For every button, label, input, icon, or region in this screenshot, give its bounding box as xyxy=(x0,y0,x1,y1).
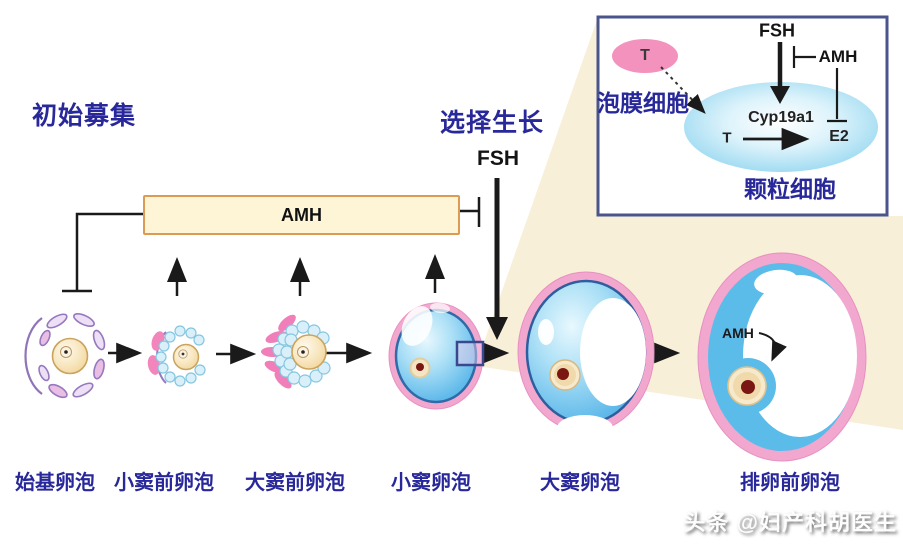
progression-arrows xyxy=(108,342,681,365)
inset-amh-inhibit-fsh xyxy=(792,46,816,68)
inset-enzyme-label: Cyp19a1 xyxy=(748,109,814,126)
inset-theca-cell-label: 泡膜细胞 xyxy=(597,90,689,116)
inset-amh-inhibit-e2 xyxy=(827,68,847,123)
follicle-small-preantral xyxy=(147,325,206,387)
label-small-preantral-follicle: 小窦前卵泡 xyxy=(114,472,214,494)
inset-box xyxy=(596,15,889,217)
inset-theca-t-label: T xyxy=(640,47,650,64)
label-preovulatory-follicle: 排卵前卵泡 xyxy=(740,472,840,494)
stage-initial-recruitment: 初始募集 xyxy=(32,102,137,130)
label-primordial-follicle: 始基卵泡 xyxy=(15,472,95,494)
inset-e2-label: E2 xyxy=(829,128,849,145)
inset-fsh-arrow xyxy=(770,42,790,104)
inset-amh-label: AMH xyxy=(818,47,858,66)
amh-box: AMH xyxy=(143,195,460,235)
stage-selective-growth: 选择生长 xyxy=(440,109,545,137)
amh-inhibit-primordial xyxy=(75,212,143,290)
label-large-preantral-follicle: 大窦前卵泡 xyxy=(245,472,345,494)
label-small-antral-follicle: 小窦卵泡 xyxy=(391,472,471,494)
amh-connectors xyxy=(62,197,481,296)
amh-follicle-annotation: AMH xyxy=(722,325,754,341)
follicle-preovulatory xyxy=(697,252,867,462)
fsh-main-arrow xyxy=(486,178,508,340)
inset-fsh-label: FSH xyxy=(759,20,795,41)
follicle-primordial xyxy=(24,313,106,399)
follicle-large-antral xyxy=(517,271,655,441)
label-large-antral-follicle: 大窦卵泡 xyxy=(540,472,620,494)
watermark: 头条 @妇产科胡医生 xyxy=(683,510,897,535)
inset-granulosa-cell-label: 颗粒细胞 xyxy=(744,176,836,202)
follicle-large-preantral xyxy=(261,314,331,389)
inset-dotted-arrow xyxy=(660,66,706,114)
granulosa-cell-shape xyxy=(684,82,878,172)
inset-granulosa-t-label: T xyxy=(722,129,732,147)
amh-curved-arrow xyxy=(758,332,787,362)
theca-cell-shape xyxy=(612,39,678,73)
magnified-region-square xyxy=(455,340,485,367)
follicle-small-antral xyxy=(388,302,485,410)
fsh-main-label: FSH xyxy=(477,147,519,170)
amh-box-label: AMH xyxy=(281,204,322,225)
